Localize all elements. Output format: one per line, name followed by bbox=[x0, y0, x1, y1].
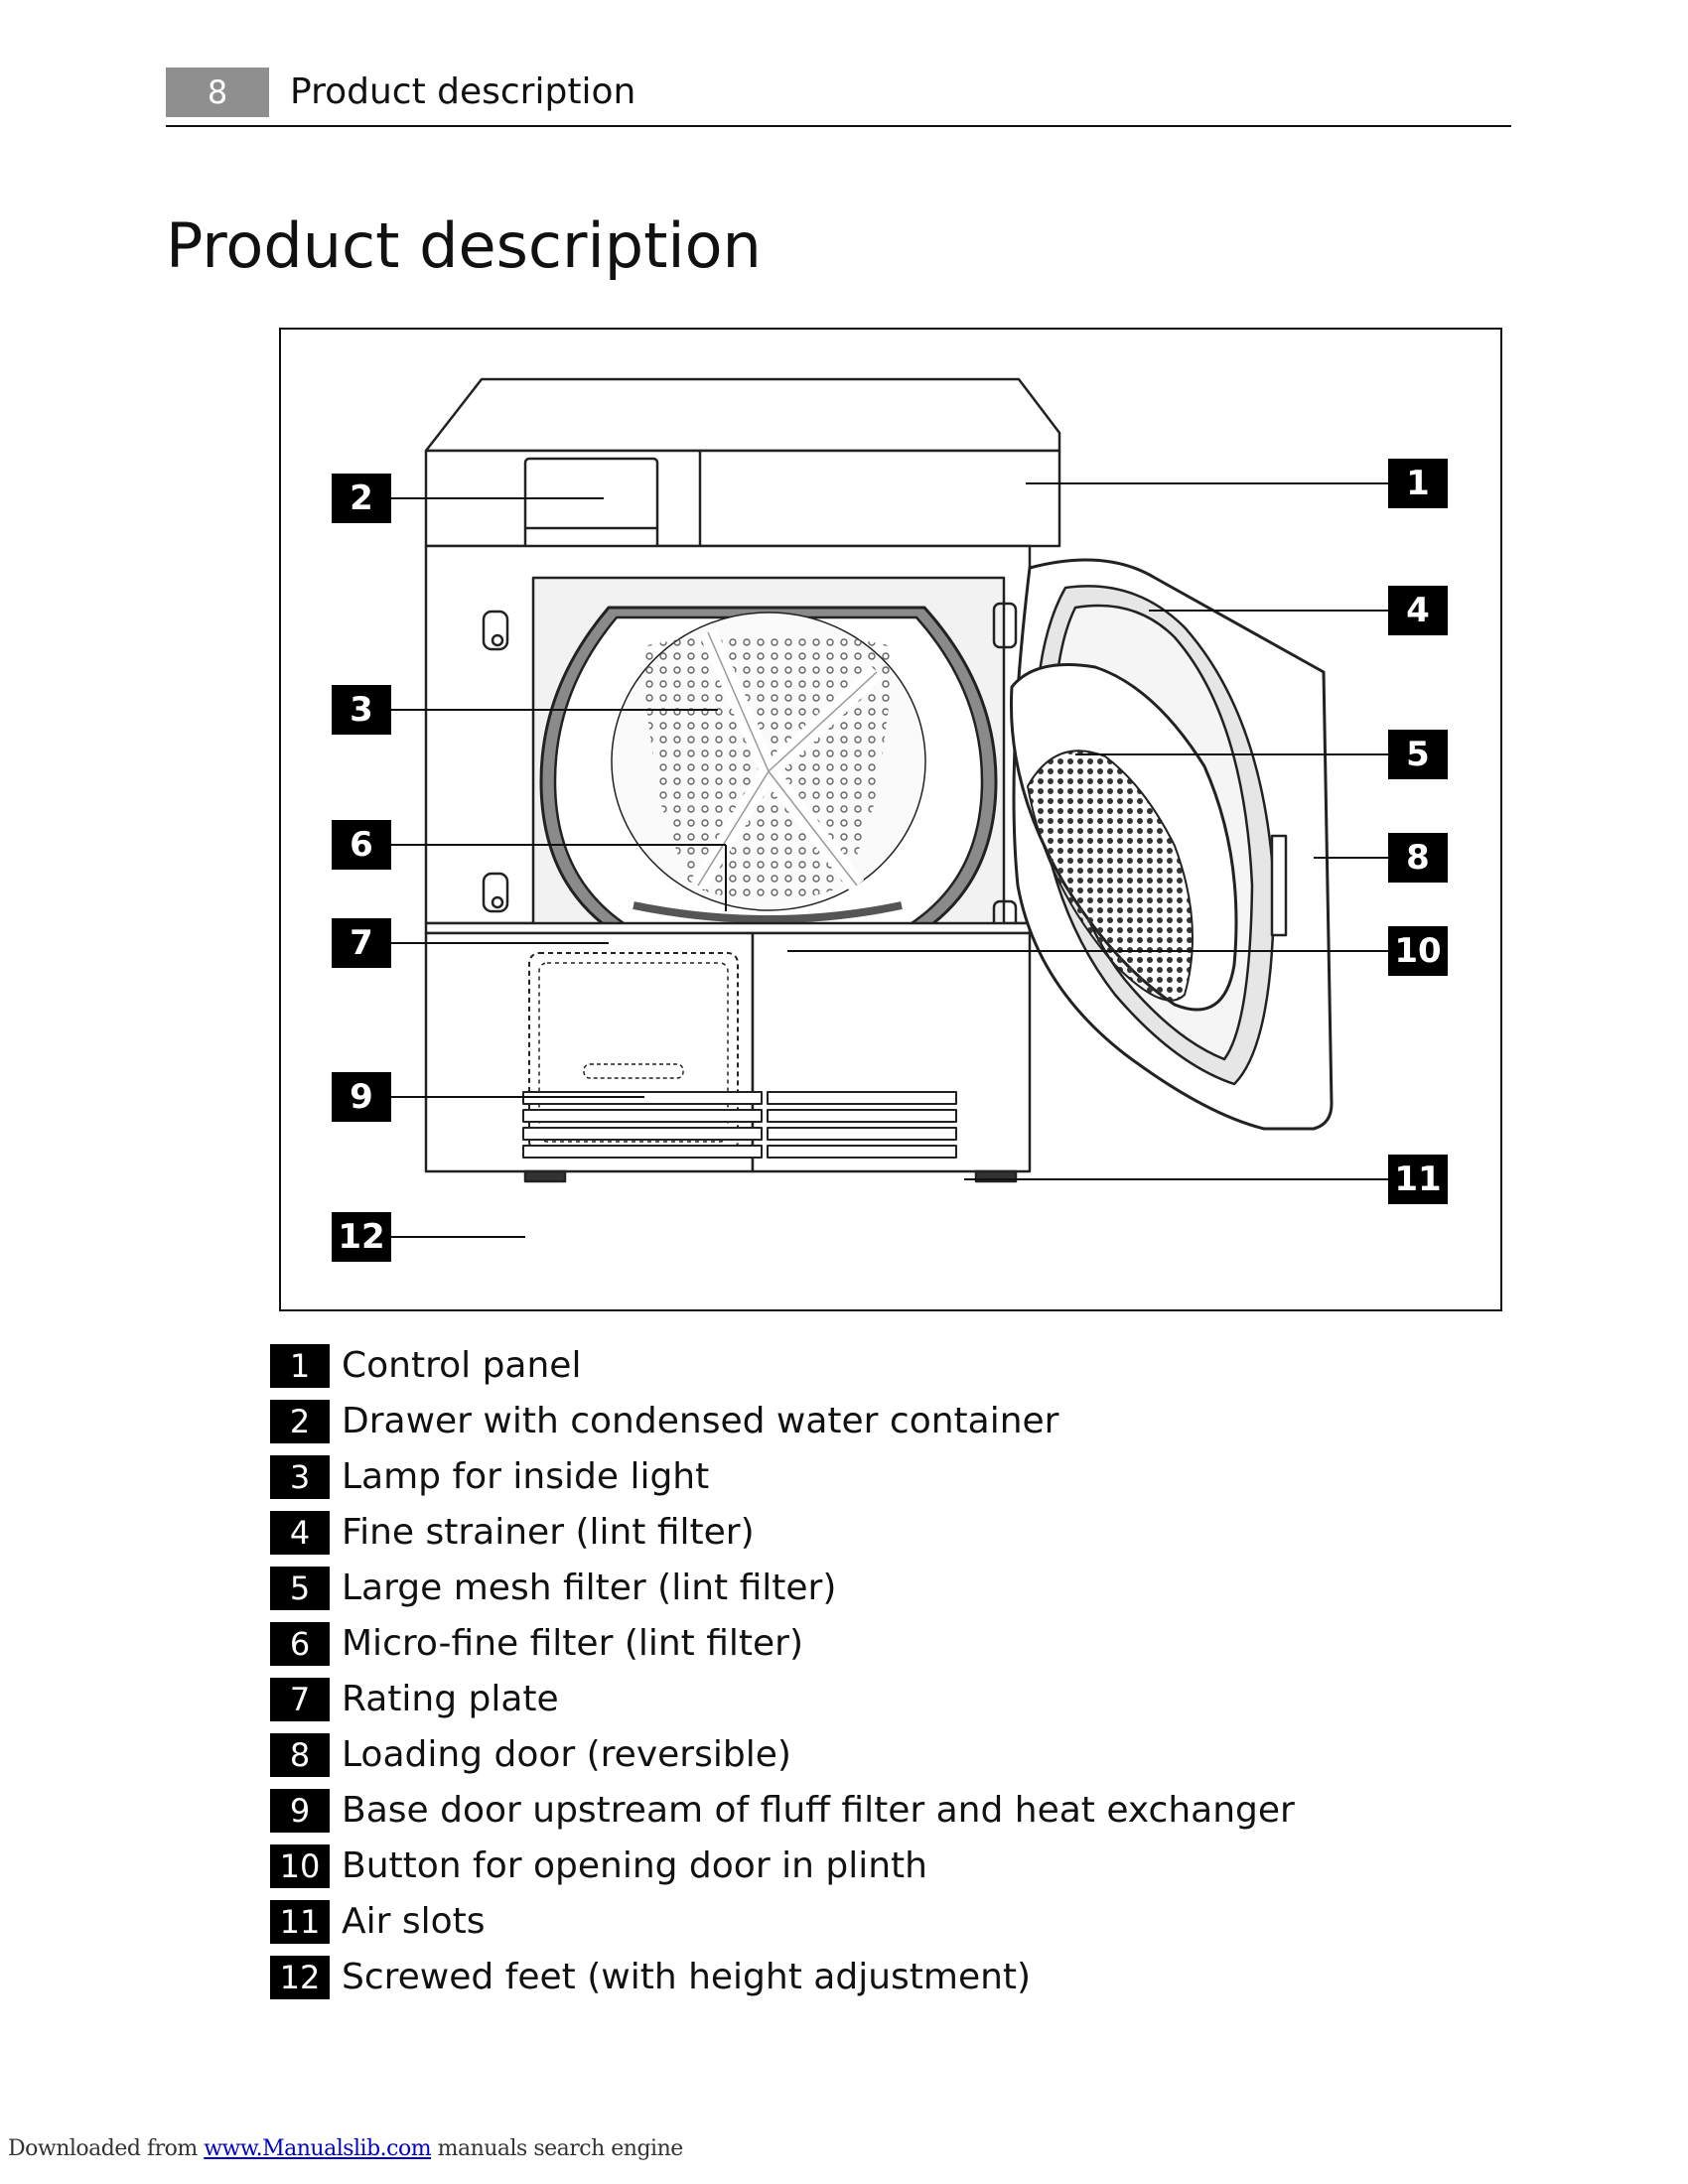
page-title: Product description bbox=[166, 206, 762, 286]
legend-label: Button for opening door in plinth bbox=[342, 1844, 927, 1888]
legend-label: Base door upstream of fluff filter and h… bbox=[342, 1789, 1295, 1833]
legend-number: 6 bbox=[270, 1622, 330, 1666]
legend-number: 8 bbox=[270, 1733, 330, 1777]
legend-number: 4 bbox=[270, 1511, 330, 1555]
callout-11: 11 bbox=[1388, 1155, 1448, 1204]
legend-number: 12 bbox=[270, 1956, 330, 1999]
legend-label: Loading door (reversible) bbox=[342, 1733, 791, 1777]
legend-item: 5 Large mesh filter (lint filter) bbox=[270, 1567, 1362, 1610]
legend-number: 10 bbox=[270, 1844, 330, 1888]
legend-label: Air slots bbox=[342, 1900, 486, 1944]
legend-number: 1 bbox=[270, 1344, 330, 1388]
foot-left bbox=[525, 1171, 565, 1181]
callout-5: 5 bbox=[1388, 730, 1448, 779]
callout-9: 9 bbox=[332, 1072, 391, 1122]
dryer-top bbox=[426, 379, 1059, 451]
footer-suffix: manuals search engine bbox=[431, 2136, 683, 2161]
legend-label: Micro-fine filter (lint filter) bbox=[342, 1622, 803, 1666]
product-figure: 2 3 6 7 9 12 1 4 5 8 10 11 bbox=[279, 328, 1502, 1311]
legend-item: 4 Fine strainer (lint filter) bbox=[270, 1511, 1362, 1555]
legend-label: Lamp for inside light bbox=[342, 1455, 709, 1499]
callout-10: 10 bbox=[1388, 926, 1448, 976]
callout-2: 2 bbox=[332, 474, 391, 523]
drawer bbox=[525, 459, 657, 558]
legend-number: 2 bbox=[270, 1400, 330, 1443]
door-handle bbox=[1272, 836, 1286, 935]
callout-12: 12 bbox=[332, 1212, 391, 1262]
page-number: 8 bbox=[166, 68, 269, 117]
callout-7: 7 bbox=[332, 918, 391, 968]
legend-label: Drawer with condensed water container bbox=[342, 1400, 1058, 1443]
page-header: 8 Product description bbox=[166, 68, 1511, 127]
header-section-title: Product description bbox=[290, 68, 635, 117]
legend-item: 8 Loading door (reversible) bbox=[270, 1733, 1362, 1777]
plinth bbox=[426, 923, 1030, 933]
legend-number: 9 bbox=[270, 1789, 330, 1833]
legend-item: 12 Screwed feet (with height adjustment) bbox=[270, 1956, 1362, 1999]
callout-4: 4 bbox=[1388, 586, 1448, 635]
manualslib-link[interactable]: www.Manualslib.com bbox=[204, 2136, 431, 2161]
callout-8: 8 bbox=[1388, 833, 1448, 883]
callout-6: 6 bbox=[332, 820, 391, 870]
legend-item: 6 Micro-fine filter (lint filter) bbox=[270, 1622, 1362, 1666]
legend-number: 3 bbox=[270, 1455, 330, 1499]
legend-number: 5 bbox=[270, 1567, 330, 1610]
callout-3: 3 bbox=[332, 685, 391, 735]
legend-item: 10 Button for opening door in plinth bbox=[270, 1844, 1362, 1888]
legend-label: Fine strainer (lint filter) bbox=[342, 1511, 755, 1555]
legend-label: Control panel bbox=[342, 1344, 581, 1388]
legend-number: 11 bbox=[270, 1900, 330, 1944]
legend-number: 7 bbox=[270, 1678, 330, 1721]
dryer-illustration bbox=[281, 330, 1504, 1313]
footer-prefix: Downloaded from bbox=[8, 2136, 204, 2161]
legend-item: 9 Base door upstream of fluff filter and… bbox=[270, 1789, 1362, 1833]
legend-item: 3 Lamp for inside light bbox=[270, 1455, 1362, 1499]
legend-label: Rating plate bbox=[342, 1678, 559, 1721]
legend-item: 7 Rating plate bbox=[270, 1678, 1362, 1721]
legend-label: Screwed feet (with height adjustment) bbox=[342, 1956, 1031, 1999]
legend-item: 1 Control panel bbox=[270, 1344, 1362, 1388]
legend-item: 11 Air slots bbox=[270, 1900, 1362, 1944]
download-footer: Downloaded from www.Manualslib.com manua… bbox=[8, 2136, 683, 2161]
callout-1: 1 bbox=[1388, 459, 1448, 508]
legend-label: Large mesh filter (lint filter) bbox=[342, 1567, 836, 1610]
legend-item: 2 Drawer with condensed water container bbox=[270, 1400, 1362, 1443]
